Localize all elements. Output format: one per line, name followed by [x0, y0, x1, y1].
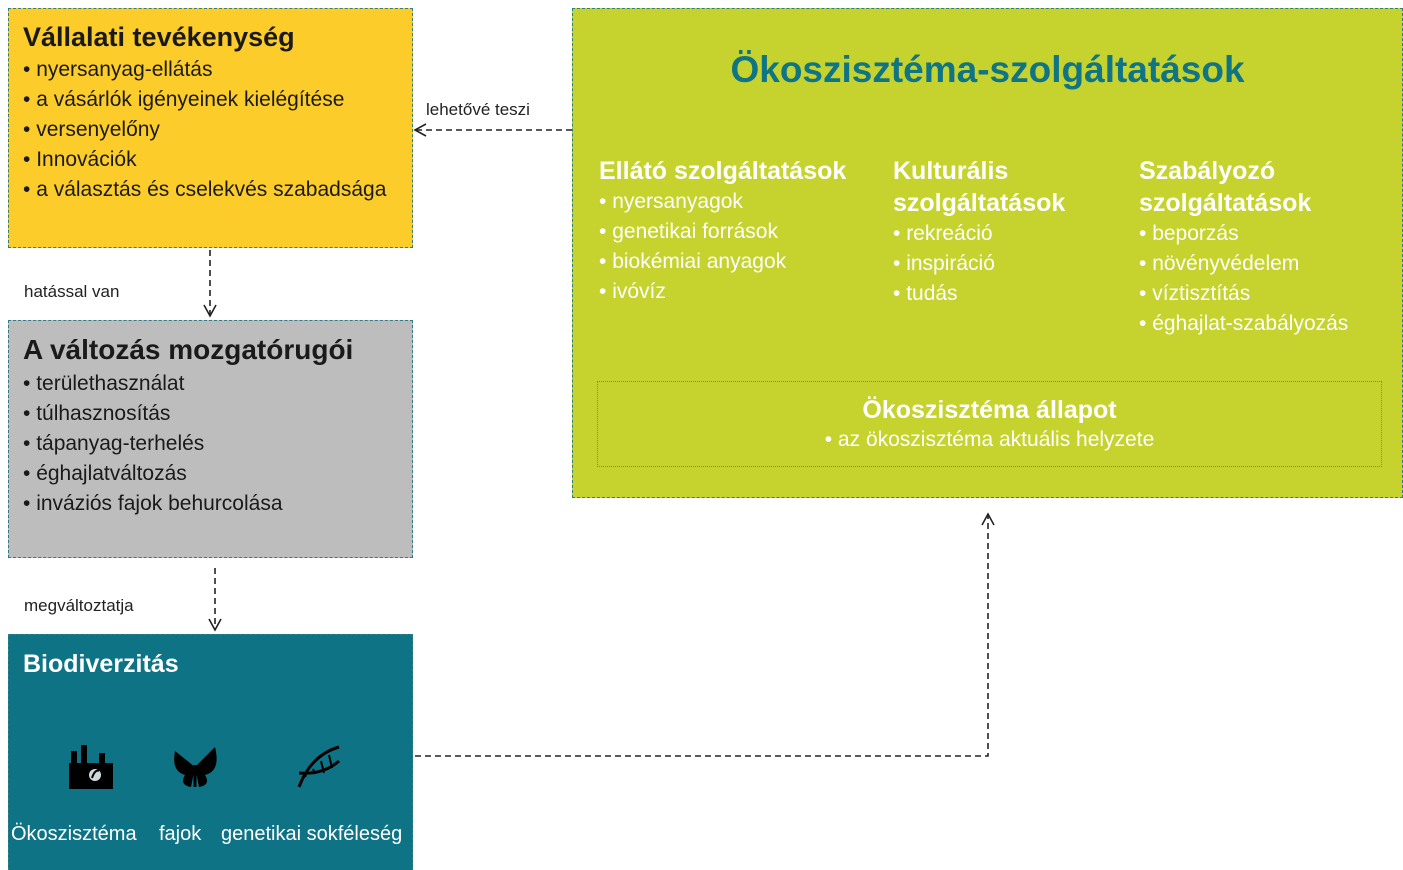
- ecosystem-state-title: Ökoszisztéma állapot: [862, 396, 1117, 424]
- bio-label-ecosystem: Ökoszisztéma: [11, 823, 137, 845]
- list-item: versenyelőny: [23, 115, 398, 145]
- corporate-list: nyersanyag-ellátás a vásárlók igényeinek…: [23, 55, 398, 205]
- ecosystem-services-box: Ökoszisztéma-szolgáltatások Ellátó szolg…: [572, 8, 1403, 498]
- list-item: víztisztítás: [1139, 279, 1348, 309]
- corporate-activity-box: Vállalati tevékenység nyersanyag-ellátás…: [8, 8, 413, 248]
- provisioning-column: Ellátó szolgáltatások nyersanyagok genet…: [599, 155, 846, 307]
- drivers-list: területhasználat túlhasznosítás tápanyag…: [23, 369, 398, 519]
- list-item: nyersanyag-ellátás: [23, 55, 398, 85]
- butterfly-icon: [174, 747, 217, 787]
- list-item: éghajlat-szabályozás: [1139, 309, 1348, 339]
- drivers-title: A változás mozgatórugói: [23, 334, 354, 365]
- list-item: inspiráció: [893, 249, 1065, 279]
- regulating-title-line2: szolgáltatások: [1139, 189, 1312, 217]
- cultural-list: rekreáció inspiráció tudás: [893, 219, 1065, 309]
- list-item: rekreáció: [893, 219, 1065, 249]
- arrow-biodiversity-to-state: [415, 512, 995, 757]
- ecosystem-services-title: Ökoszisztéma-szolgáltatások: [730, 49, 1245, 90]
- cultural-column: Kulturális szolgáltatások rekreáció insp…: [893, 155, 1065, 309]
- bio-label-species: fajok: [159, 823, 202, 845]
- biodiversity-box: Biodiverzitás Ökoszisztéma fajok genetik…: [8, 634, 413, 870]
- list-item: nyersanyagok: [599, 187, 846, 217]
- list-item: Innovációk: [23, 145, 398, 175]
- dna-icon: [297, 745, 340, 788]
- list-item: genetikai források: [599, 217, 846, 247]
- regulating-column: Szabályozó szolgáltatások beporzás növén…: [1139, 155, 1348, 339]
- cultural-title-line2: szolgáltatások: [893, 189, 1066, 217]
- label-changes: megváltoztatja: [24, 596, 134, 615]
- list-item: területhasználat: [23, 369, 398, 399]
- bio-label-genetic: genetikai sokféleség: [221, 823, 403, 845]
- provisioning-title: Ellátó szolgáltatások: [599, 157, 847, 185]
- provisioning-list: nyersanyagok genetikai források biokémia…: [599, 187, 846, 307]
- cultural-title-line1: Kulturális: [893, 157, 1009, 185]
- regulating-title-line1: Szabályozó: [1139, 157, 1276, 185]
- ecosystem-state-box: Ökoszisztéma állapot • az ökoszisztéma a…: [597, 381, 1382, 467]
- list-item: biokémiai anyagok: [599, 247, 846, 277]
- regulating-list: beporzás növényvédelem víztisztítás égha…: [1139, 219, 1348, 339]
- list-item: a választás és cselekvés szabadsága: [23, 175, 398, 205]
- list-item: túlhasznosítás: [23, 399, 398, 429]
- list-item: tudás: [893, 279, 1065, 309]
- list-item: ivóvíz: [599, 277, 846, 307]
- list-item: tápanyag-terhelés: [23, 429, 398, 459]
- drivers-box: A változás mozgatórugói területhasználat…: [8, 320, 413, 558]
- label-enables: lehetővé teszi: [426, 100, 530, 119]
- factory-icon: [69, 745, 113, 789]
- corporate-title: Vállalati tevékenység: [23, 22, 295, 52]
- biodiversity-title: Biodiverzitás: [23, 650, 179, 678]
- list-item: beporzás: [1139, 219, 1348, 249]
- list-item: inváziós fajok behurcolása: [23, 489, 398, 519]
- list-item: a vásárlók igényeinek kielégítése: [23, 85, 398, 115]
- ecosystem-state-description: • az ökoszisztéma aktuális helyzete: [824, 428, 1155, 451]
- list-item: növényvédelem: [1139, 249, 1348, 279]
- label-affects: hatással van: [24, 282, 120, 301]
- list-item: éghajlatváltozás: [23, 459, 398, 489]
